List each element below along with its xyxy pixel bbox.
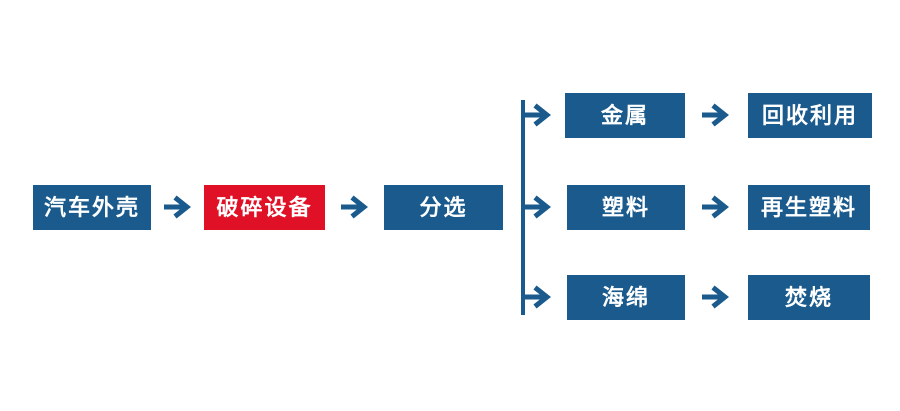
- arrow-right-icon: [701, 103, 729, 127]
- node-recycling: 回收利用: [748, 93, 872, 138]
- node-car-shell: 汽车外壳: [33, 185, 151, 230]
- node-sponge: 海绵: [567, 275, 685, 320]
- arrow-right-icon: [701, 195, 729, 219]
- branch-connector-line: [521, 100, 525, 315]
- node-incineration: 焚烧: [748, 275, 870, 320]
- arrow-right-icon: [523, 285, 551, 309]
- arrow-right-icon: [701, 285, 729, 309]
- arrow-right-icon: [340, 195, 368, 219]
- node-recycled-plastic: 再生塑料: [748, 185, 870, 230]
- arrow-right-icon: [163, 195, 191, 219]
- node-plastic: 塑料: [567, 185, 685, 230]
- node-metal: 金属: [565, 93, 685, 138]
- arrow-right-icon: [523, 103, 551, 127]
- arrow-right-icon: [523, 195, 551, 219]
- node-sorting: 分选: [384, 185, 503, 230]
- node-crushing-equipment: 破碎设备: [204, 185, 325, 230]
